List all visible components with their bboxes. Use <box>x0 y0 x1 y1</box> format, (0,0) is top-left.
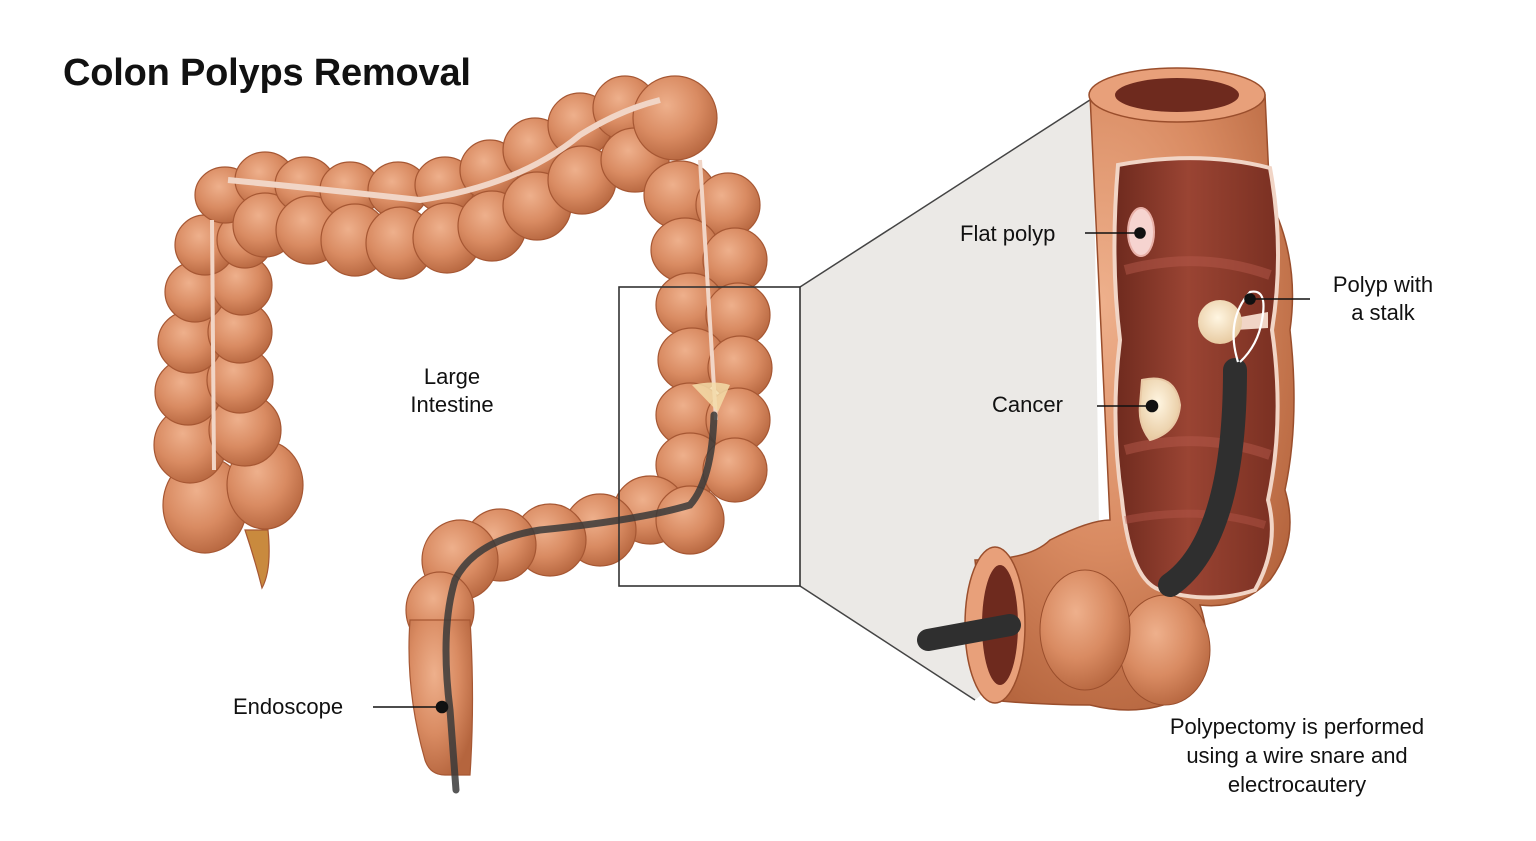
pointers <box>373 227 1310 714</box>
endoscope-tube <box>442 411 718 794</box>
label-flat-polyp: Flat polyp <box>960 221 1056 246</box>
cutaway-endoscope <box>917 614 1021 651</box>
label-endoscope: Endoscope <box>233 694 344 719</box>
ascending-colon <box>153 166 304 554</box>
colon-cutaway <box>917 67 1295 711</box>
taenia-band <box>227 97 661 204</box>
zoom-projection <box>800 98 1100 700</box>
descending-colon <box>643 160 773 503</box>
rectum <box>408 619 474 776</box>
zoom-box <box>618 286 801 587</box>
large-intestine <box>153 75 773 776</box>
zoom-line-top <box>799 97 1094 288</box>
cancer-lesion <box>1138 377 1182 442</box>
endoscope-tip-glow <box>692 382 730 412</box>
appendix <box>244 529 270 590</box>
caption-polypectomy: Polypectomy is performed using a wire sn… <box>1169 714 1425 797</box>
label-polyp-with-stalk: Polyp with a stalk <box>1332 272 1434 325</box>
cutaway-endoscope-inner <box>1158 358 1247 597</box>
label-cancer: Cancer <box>992 392 1063 417</box>
stalked-polyp <box>1198 300 1242 344</box>
page-title: Colon Polyps Removal <box>63 52 471 94</box>
label-large-intestine: Large Intestine <box>410 364 494 417</box>
polyp-stalk <box>1235 312 1268 330</box>
sigmoid-colon <box>405 475 725 649</box>
zoom-line-bottom <box>799 585 976 701</box>
wire-snare <box>1232 290 1265 363</box>
